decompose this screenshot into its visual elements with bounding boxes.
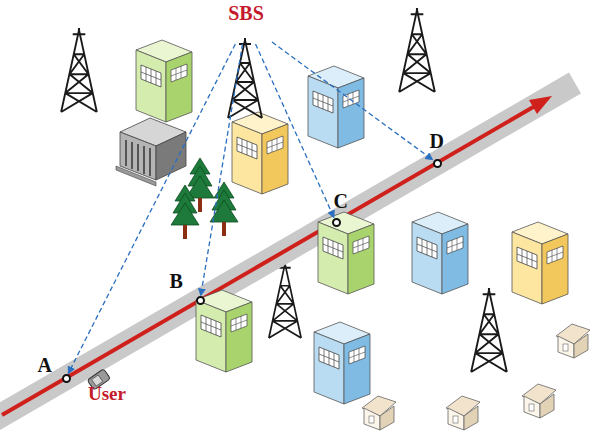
station-label: SBS [228,2,264,24]
route-point: D [433,159,442,168]
houses [362,324,590,430]
road [0,83,575,422]
route-point: B [196,296,205,305]
buildings-front [196,212,568,404]
user-label: User [88,384,126,405]
signal-link [272,42,433,160]
signal-link [201,44,243,296]
point-letter: B [170,270,183,292]
signal-link [68,44,235,374]
point-letter: D [430,130,444,152]
point-letter: C [334,190,348,212]
sbs-tower [228,38,262,118]
point-letter: A [38,354,52,376]
signal-link [255,44,333,218]
base-station-node: SBS [220,2,272,44]
route-point: A [62,374,71,383]
background-towers [61,8,507,372]
route-point: C [332,218,341,227]
trees [171,158,238,239]
